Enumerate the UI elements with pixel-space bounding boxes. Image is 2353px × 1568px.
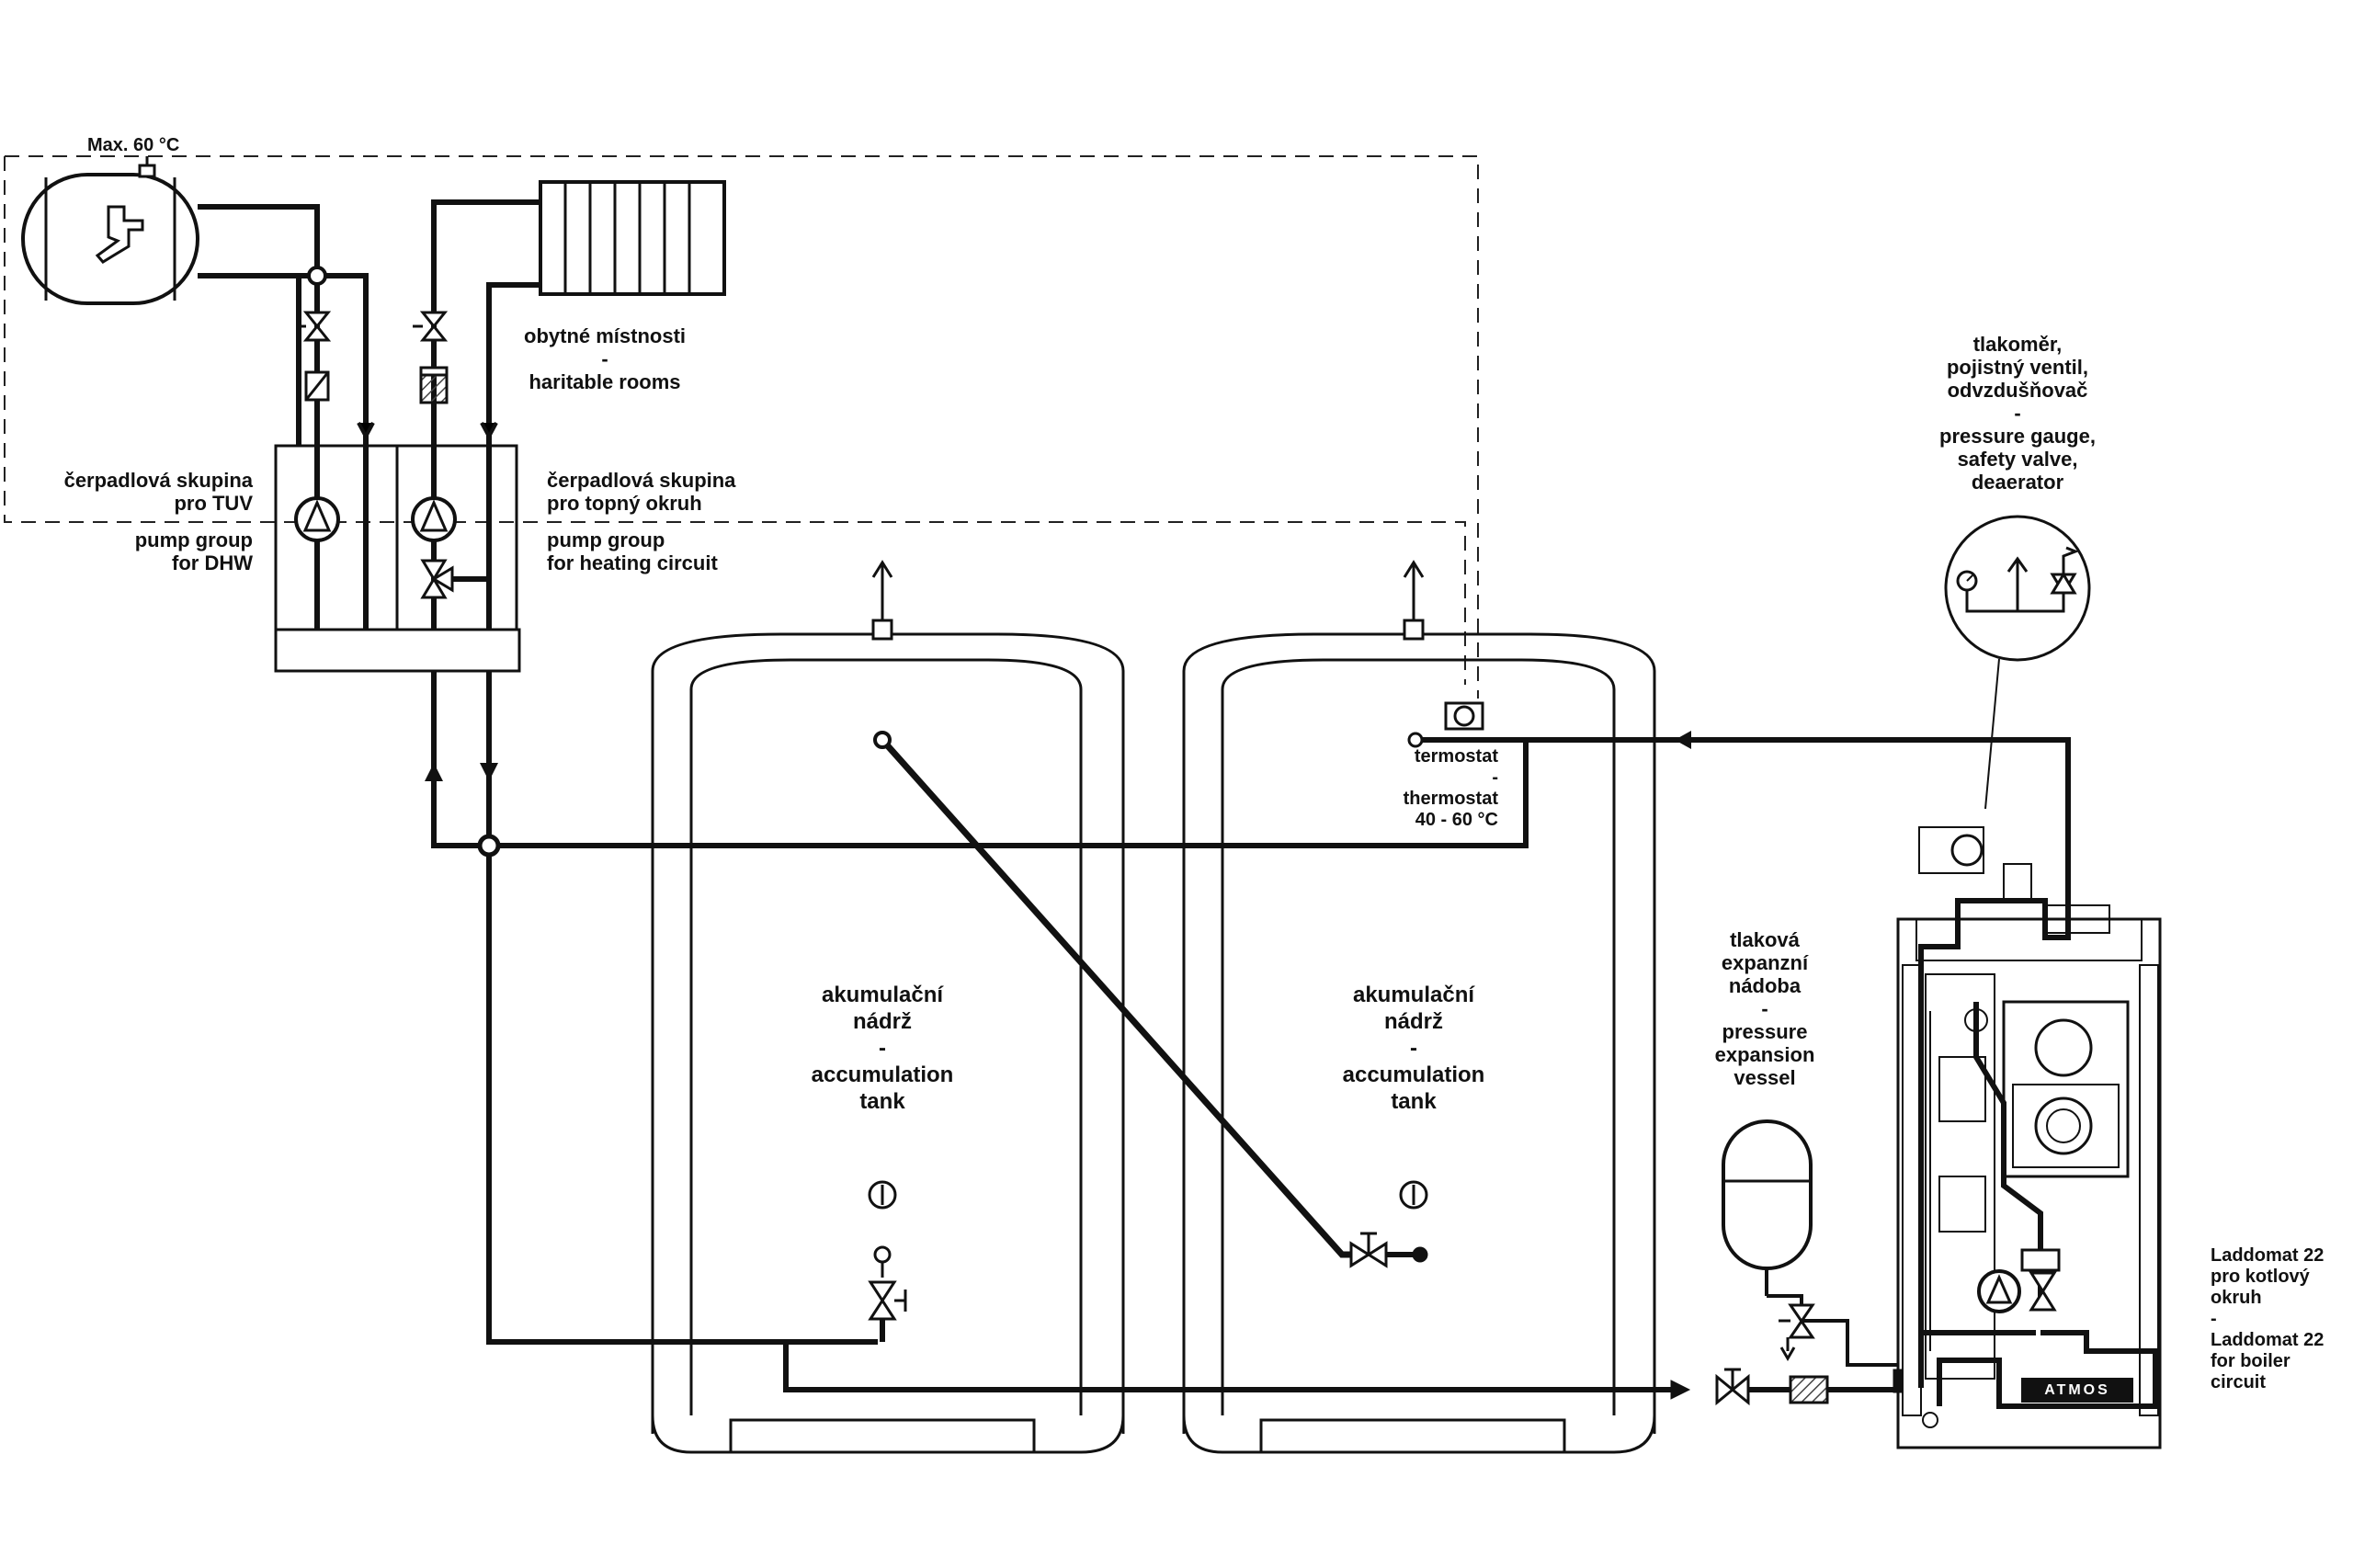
laddomat-label: Laddomat 22 pro kotlový okruh - Laddomat… (2211, 1245, 2325, 1392)
tank1-drain-valve-icon (868, 1245, 907, 1342)
accumulation-tank-1 (651, 560, 1125, 1454)
heating-circuit-piping (431, 199, 540, 446)
expansion-vessel (1722, 1119, 1898, 1367)
dhw-piping (198, 204, 369, 446)
boiler-brand-label: ATMOS (2044, 1382, 2110, 1398)
radiator (539, 180, 726, 296)
pump-group-heating-en-label: pump group for heating circuit (547, 528, 718, 574)
dhw-water-heater (21, 156, 199, 305)
heating-valve-icon (413, 311, 449, 342)
tank1-label: akumulační nádrž - accumulation tank (811, 983, 954, 1114)
expansion-vessel-label: tlaková expanzní nádoba - pressure expan… (1714, 928, 1815, 1089)
boiler-return-pipe (1422, 737, 2071, 919)
rooms-label: obytné místnosti - haritable rooms (524, 324, 687, 393)
dhw-check-valve-icon (304, 370, 330, 402)
thermostat-label: termostat - thermostat 40 - 60 °C (1403, 746, 1498, 830)
max-temp-label: Max. 60 °C (87, 135, 180, 155)
pump-group-heating-cz-label: čerpadlová skupina pro topný okruh (547, 469, 736, 515)
dhw-valve-icon (296, 311, 332, 342)
pump-group-dhw (274, 444, 399, 631)
accumulation-tank-2 (1182, 560, 1656, 1454)
boiler-internal-piping (1918, 898, 2158, 1409)
pump-group-base (274, 628, 521, 673)
pump-group-dhw-en-label: pump group for DHW (134, 528, 253, 574)
thermostat-icon (1407, 701, 1484, 748)
house-boundary (4, 155, 1479, 699)
tank-interconnect-pipe (873, 731, 1428, 1268)
laddomat-pump-icon (1977, 1248, 2061, 1313)
pump-group-heating (395, 444, 518, 631)
safety-group-callout (1944, 515, 2091, 810)
dhw-pump-icon (294, 496, 340, 542)
mixing-valve-icon (420, 559, 454, 599)
safety-group-label: tlakoměr, pojistný ventil, odvzdušňovač … (1939, 333, 2096, 494)
heating-pump-icon (411, 496, 457, 542)
boiler (1893, 826, 2162, 1449)
boiler-supply-pipe (1670, 1368, 1898, 1406)
flow-arrows (357, 409, 498, 441)
tank2-label: akumulační nádrž - accumulation tank (1342, 983, 1485, 1114)
pump-group-dhw-cz-label: čerpadlová skupina pro TUV (63, 469, 253, 515)
